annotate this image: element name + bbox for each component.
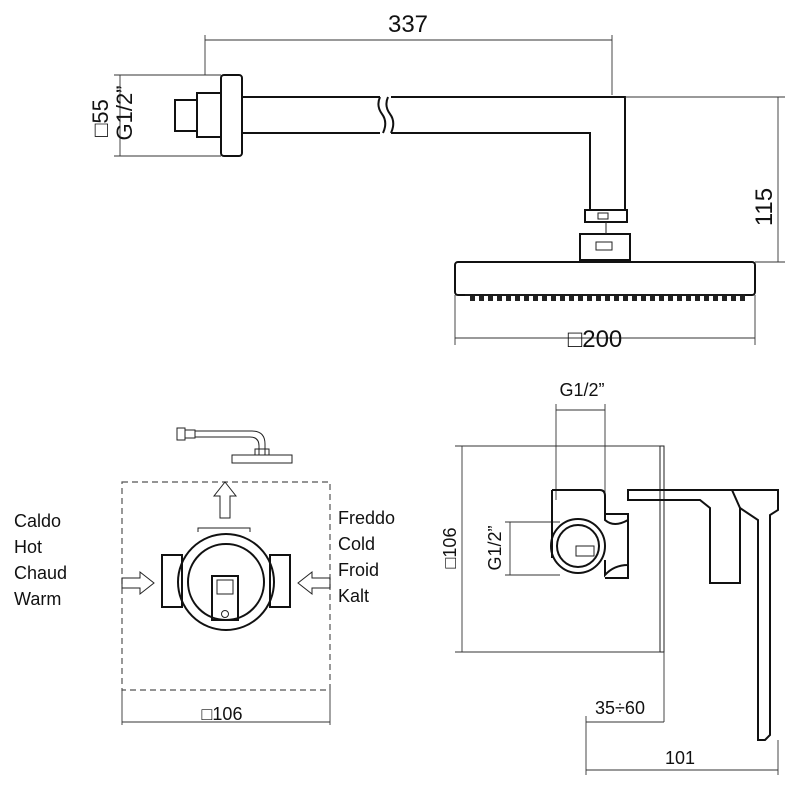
- recess-plate-outline: [121, 481, 331, 691]
- cold-label-en: Cold: [338, 534, 375, 554]
- side-top-thread-label: G1/2”: [559, 380, 604, 400]
- break-line-left: [377, 96, 387, 134]
- break-line-right: [385, 96, 395, 134]
- nozzle: [641, 296, 646, 301]
- depth-range-label: 35÷60: [595, 698, 645, 718]
- mixer-body: [627, 489, 741, 584]
- arm-length-label: 337: [388, 11, 428, 38]
- nozzle: [704, 296, 709, 301]
- thread-nipple: [174, 99, 198, 132]
- nozzle: [713, 296, 718, 301]
- flange-size-label: □55: [88, 99, 113, 137]
- nozzle: [515, 296, 520, 301]
- nozzle: [650, 296, 655, 301]
- nozzle: [632, 296, 637, 301]
- hot-label-it: Caldo: [14, 511, 61, 531]
- total-depth-label: 101: [665, 748, 695, 768]
- side-inlet-inner: [556, 524, 600, 568]
- nozzle: [623, 296, 628, 301]
- nozzle: [533, 296, 538, 301]
- nozzle: [659, 296, 664, 301]
- arm-pipe-right: [391, 96, 626, 210]
- nozzle: [596, 296, 601, 301]
- head-size-label: □200: [568, 326, 623, 353]
- outlet-arrow-icon: [212, 481, 238, 519]
- nozzle: [479, 296, 484, 301]
- nozzle: [614, 296, 619, 301]
- nozzle: [551, 296, 556, 301]
- hot-labels: Caldo Hot Chaud Warm: [14, 511, 67, 609]
- nozzle: [524, 296, 529, 301]
- mixer-side-view: G1/2” □106 G1/2” 35÷60 101: [440, 380, 779, 775]
- cold-label-it: Freddo: [338, 508, 395, 528]
- nozzle: [686, 296, 691, 301]
- nozzle: [578, 296, 583, 301]
- shower-head: [454, 261, 756, 296]
- cold-inlet-port: [269, 554, 291, 608]
- plate-width-label: □106: [202, 704, 243, 724]
- shower-arm-view: 337 115 □55 G1/2” □2: [88, 11, 785, 353]
- cover-plate: [659, 445, 665, 653]
- arm-pipe-left: [242, 96, 380, 134]
- nozzle: [569, 296, 574, 301]
- nozzle: [668, 296, 673, 301]
- nozzle: [542, 296, 547, 301]
- cold-inlet-arrow-icon: [297, 570, 331, 596]
- cold-label-de: Kalt: [338, 586, 369, 606]
- nozzle: [587, 296, 592, 301]
- cartridge: [211, 575, 239, 621]
- nozzle: [488, 296, 493, 301]
- ball-joint: [579, 233, 631, 261]
- shower-icon: [176, 427, 293, 464]
- side-plate-size-label: □106: [440, 528, 460, 569]
- cold-label-fr: Froid: [338, 560, 379, 580]
- mixer-front-view: Caldo Hot Chaud Warm Freddo Cold Froid K…: [14, 427, 395, 725]
- hot-label-de: Warm: [14, 589, 61, 609]
- side-connector: [605, 513, 629, 579]
- thread-size-label: G1/2”: [112, 85, 137, 140]
- valve-body-outer: [177, 533, 275, 631]
- nozzle: [506, 296, 511, 301]
- drop-height-label: 115: [751, 188, 778, 226]
- shower-nozzles: [470, 296, 745, 301]
- hot-inlet-arrow-icon: [121, 570, 155, 596]
- wall-flange: [220, 74, 243, 157]
- hot-inlet-port: [161, 554, 183, 608]
- nozzle: [560, 296, 565, 301]
- side-inlet-outer: [550, 518, 606, 574]
- cold-labels: Freddo Cold Froid Kalt: [338, 508, 395, 606]
- nozzle: [470, 296, 475, 301]
- nozzle: [722, 296, 727, 301]
- nozzle: [731, 296, 736, 301]
- nozzle: [695, 296, 700, 301]
- nozzle: [677, 296, 682, 301]
- hot-label-en: Hot: [14, 537, 42, 557]
- hot-label-fr: Chaud: [14, 563, 67, 583]
- valve-body-inner: [187, 543, 265, 621]
- nozzle: [605, 296, 610, 301]
- side-thread-label: G1/2”: [485, 525, 505, 570]
- mixer-lever: [732, 489, 779, 741]
- thread-collar: [196, 92, 222, 138]
- drop-connector: [584, 209, 628, 223]
- nozzle: [740, 296, 745, 301]
- nozzle: [497, 296, 502, 301]
